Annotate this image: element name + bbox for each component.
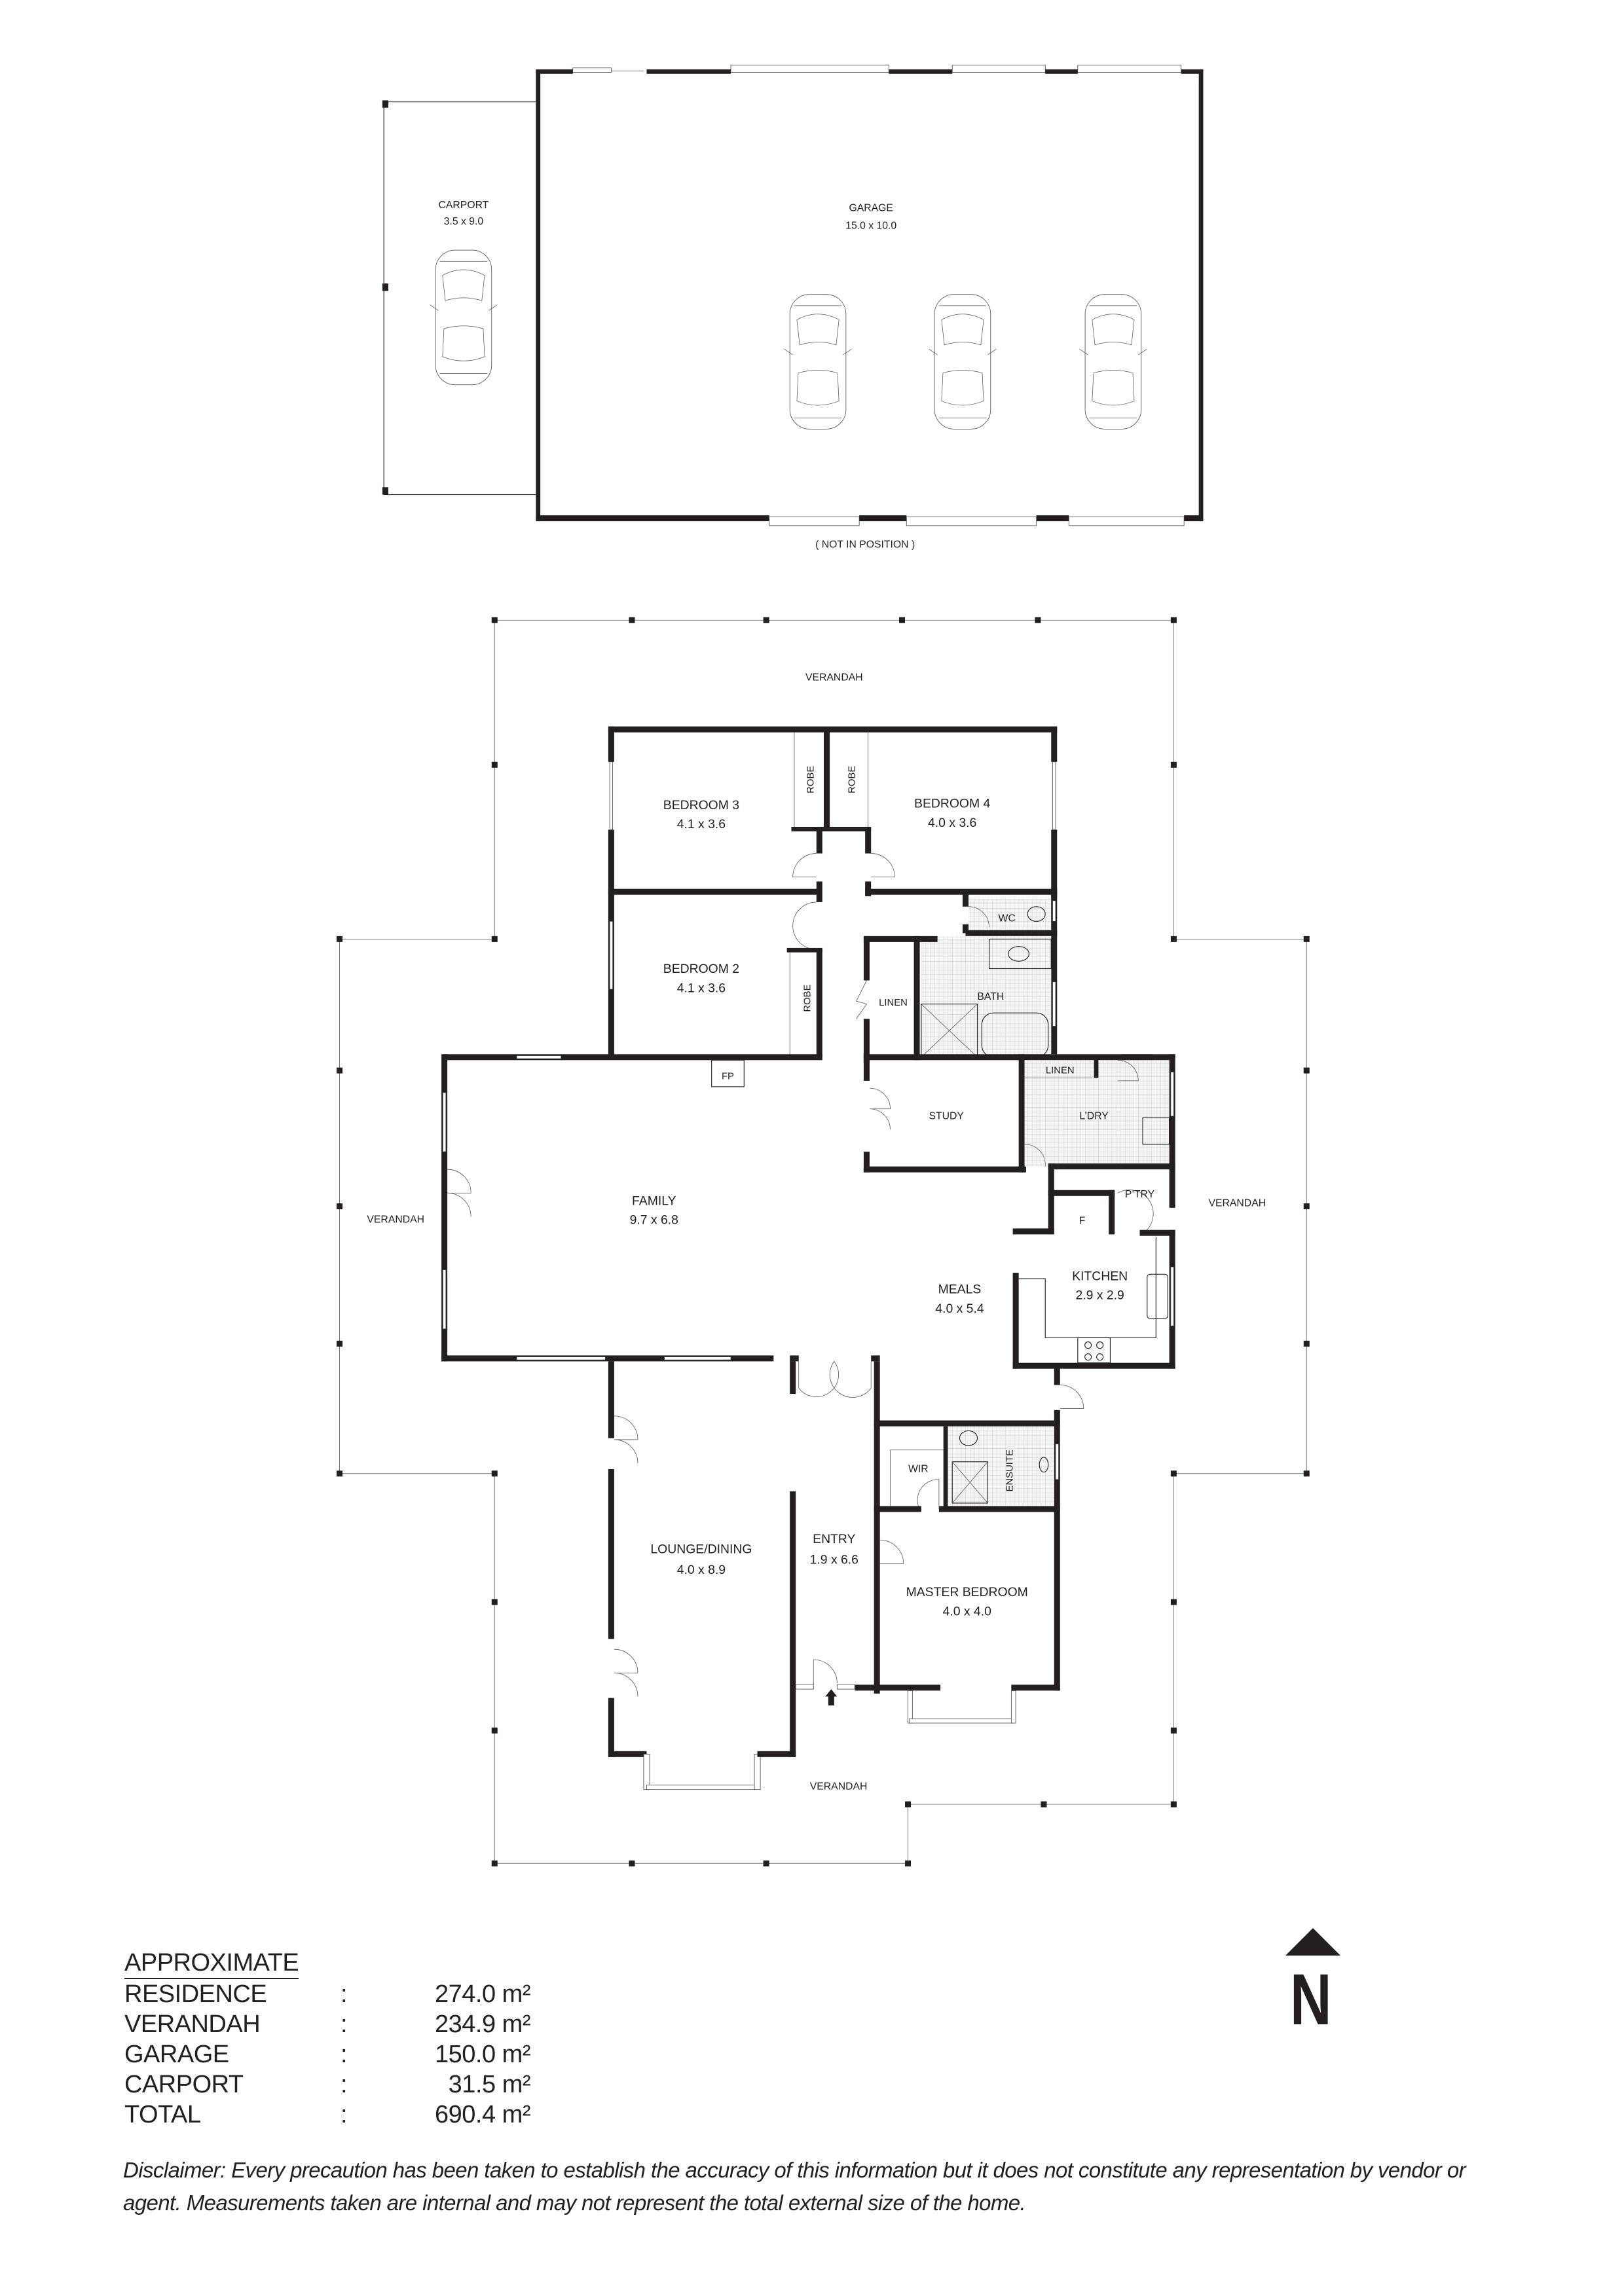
- lounge-size: 4.0 x 8.9: [677, 1563, 726, 1577]
- verandah-south-label: VERANDAH: [810, 1781, 868, 1792]
- entry-label: ENTRY: [813, 1532, 855, 1546]
- master-bedroom-size: 4.0 x 4.0: [943, 1604, 992, 1618]
- bedroom2-label: BEDROOM 2: [663, 962, 739, 976]
- north-letter: N: [1290, 1959, 1332, 2040]
- linen-laundry-label: LINEN: [1046, 1066, 1075, 1076]
- bedroom3-label: BEDROOM 3: [663, 798, 739, 812]
- house-walls: [441, 726, 1175, 1790]
- area-legend: APPROXIMATE RESIDENCE : 274.0 m² VERANDA…: [124, 1948, 531, 2130]
- garage-size: 15.0 x 10.0: [845, 221, 896, 232]
- verandah-north-label: VERANDAH: [805, 672, 863, 683]
- legend-row-carport: CARPORT : 31.5 m²: [124, 2071, 531, 2098]
- legend-row-residence: RESIDENCE : 274.0 m²: [124, 1980, 531, 2008]
- disclaimer: Disclaimer: Every precaution has been ta…: [123, 2158, 1466, 2215]
- master-bedroom-label: MASTER BEDROOM: [906, 1585, 1028, 1599]
- linen-hall-label: LINEN: [879, 998, 908, 1008]
- legend-title: APPROXIMATE: [124, 1948, 299, 1979]
- family-size: 9.7 x 6.8: [630, 1213, 678, 1228]
- robe-bedroom2-label: ROBE: [803, 984, 813, 1011]
- family-label: FAMILY: [632, 1194, 676, 1208]
- verandah-west-label: VERANDAH: [367, 1214, 424, 1225]
- entry-size: 1.9 x 6.6: [810, 1552, 858, 1567]
- meals-label: MEALS: [938, 1283, 982, 1297]
- room-labels: BEDROOM 3 4.1 x 3.6 BEDROOM 4 4.0 x 3.6 …: [630, 766, 1155, 1619]
- laundry-label: L’DRY: [1079, 1111, 1109, 1122]
- pantry-label: P’TRY: [1125, 1189, 1155, 1200]
- ensuite-label: ENSUITE: [1005, 1449, 1016, 1492]
- robe-bedroom4-label: ROBE: [847, 766, 857, 793]
- legend-row-verandah: VERANDAH : 234.9 m²: [124, 2011, 531, 2038]
- wc-label: WC: [998, 913, 1015, 924]
- north-indicator: N: [1283, 1928, 1342, 2046]
- bedroom3-size: 4.1 x 3.6: [677, 817, 726, 831]
- legend-row-total: TOTAL : 690.4 m²: [124, 2101, 531, 2128]
- carport-size: 3.5 x 9.0: [444, 216, 484, 227]
- carport-label: CARPORT: [439, 200, 489, 211]
- garage: GARAGE 15.0 x 10.0: [536, 64, 1204, 526]
- bedroom2-size: 4.1 x 3.6: [677, 981, 726, 996]
- bath-label: BATH: [977, 991, 1004, 1002]
- study-label: STUDY: [929, 1111, 964, 1122]
- not-in-position-note: ( NOT IN POSITION ): [815, 539, 915, 551]
- verandah-outline: VERANDAH VERANDAH VERANDAH VERANDAH: [337, 617, 1310, 1867]
- fridge-label: F: [1079, 1216, 1086, 1227]
- wir-label: WIR: [908, 1464, 929, 1475]
- garage-label: GARAGE: [849, 203, 893, 214]
- kitchen-size: 2.9 x 2.9: [1075, 1288, 1124, 1303]
- carport: CARPORT 3.5 x 9.0: [382, 100, 540, 496]
- robe-bedroom3-label: ROBE: [805, 766, 816, 793]
- verandah-east-label: VERANDAH: [1209, 1198, 1266, 1209]
- legend-row-garage: GARAGE : 150.0 m²: [124, 2041, 531, 2068]
- fireplace-label: FP: [722, 1072, 734, 1082]
- meals-size: 4.0 x 5.4: [935, 1302, 984, 1316]
- kitchen-label: KITCHEN: [1072, 1269, 1128, 1283]
- lounge-label: LOUNGE/DINING: [650, 1542, 752, 1557]
- bedroom4-size: 4.0 x 3.6: [928, 816, 976, 830]
- bedroom4-label: BEDROOM 4: [914, 797, 990, 811]
- fireplace: [711, 1059, 745, 1087]
- north-arrow-icon: [1285, 1928, 1340, 1956]
